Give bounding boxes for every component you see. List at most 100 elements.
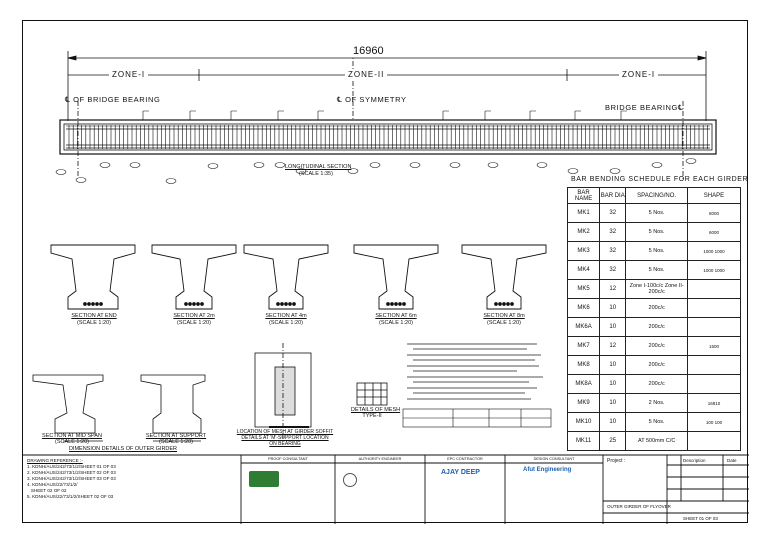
section-scale: (SCALE 1:20) bbox=[379, 320, 413, 326]
mesh-location-caption-2: DETAILS AT 'M'-SUPPORT LOCATION bbox=[241, 435, 329, 441]
schedule-cell-shape: 6000 bbox=[686, 222, 742, 242]
authority-engineer-logo bbox=[343, 473, 357, 487]
mesh-details-caption: DETAILS OF MESH bbox=[351, 407, 401, 413]
schedule-cell-shape bbox=[686, 279, 742, 299]
schedule-cell-spacing: AT 500mm C/C bbox=[625, 431, 688, 451]
schedule-cell-shape bbox=[686, 298, 742, 318]
longitudinal-scale: (SCALE 1:35) bbox=[299, 171, 333, 177]
schedule-cell-spacing: Zone I-100c/c Zone II-200c/c bbox=[625, 279, 688, 299]
schedule-cell-dia: 10 bbox=[599, 355, 627, 375]
general-notes-lines bbox=[407, 343, 543, 400]
zone-label-left: ZONE-I bbox=[109, 70, 149, 79]
schedule-cell-spacing: 200c/c bbox=[625, 374, 688, 394]
longitudinal-caption: LONGITUDINAL SECTION bbox=[285, 164, 352, 170]
schedule-cell-name: MK9 bbox=[566, 393, 601, 413]
schedule-cell-name: MK1 bbox=[566, 203, 601, 223]
header-bar-name: BAR NAME bbox=[566, 187, 601, 204]
header-spacing: SPACING/NO. bbox=[625, 187, 688, 204]
epc-contractor-logo: AJAY DEEP bbox=[441, 469, 480, 476]
schedule-cell-shape: 100 100 bbox=[686, 412, 742, 432]
drawing-reference-item: SHEET 02 OF 02 bbox=[27, 488, 67, 493]
schedule-cell-spacing: 5 Nos. bbox=[625, 241, 688, 261]
schedule-cell-shape: 16810 bbox=[686, 393, 742, 413]
schedule-cell-dia: 32 bbox=[599, 203, 627, 223]
mesh-type-label: TYPE-II bbox=[362, 413, 382, 419]
section-caption: SECTION AT 6m bbox=[375, 313, 417, 319]
drawing-reference-item: 2. KDNH/AUS/242/73/1/2/SHEET 02 OF 03 bbox=[27, 470, 116, 475]
midspan-scale: (SCALE 1:20) bbox=[55, 439, 89, 445]
schedule-cell-name: MK8 bbox=[566, 355, 601, 375]
schedule-header-row: BAR NAME BAR DIA SPACING/NO. SHAPE bbox=[566, 187, 742, 204]
header-shape: SHAPE bbox=[686, 187, 742, 204]
schedule-cell-spacing: 5 Nos. bbox=[625, 260, 688, 280]
drawing-sheet: 16960 ZONE-I ZONE-II ZONE-I ℄ OF BRIDGE … bbox=[22, 20, 749, 524]
date-header: Date bbox=[727, 458, 737, 463]
right-bearing-label: BRIDGE BEARING℄ bbox=[605, 103, 684, 112]
left-bearing-label: ℄ OF BRIDGE BEARING bbox=[65, 95, 161, 104]
schedule-cell-spacing: 5 Nos. bbox=[625, 203, 688, 223]
general-notes-block bbox=[407, 341, 547, 410]
section-caption: SECTION AT 8m bbox=[483, 313, 525, 319]
schedule-cell-name: MK5 bbox=[566, 279, 601, 299]
drawing-reference: DRAWING REFERENCE :- 1. KDNH/AUS/242/73/… bbox=[27, 458, 237, 500]
section-caption: SECTION AT 4m bbox=[265, 313, 307, 319]
support-caption: SECTION AT SUPPORT bbox=[145, 433, 207, 439]
header-bar-dia: BAR DIA bbox=[599, 187, 627, 204]
schedule-cell-shape: 1000 1000 bbox=[686, 241, 742, 261]
schedule-cell-shape: 8000 bbox=[686, 203, 742, 223]
schedule-cell-name: MK6A bbox=[566, 317, 601, 337]
proof-consultant-logo bbox=[249, 471, 279, 487]
schedule-cell-dia: 10 bbox=[599, 412, 627, 432]
schedule-cell-name: MK3 bbox=[566, 241, 601, 261]
schedule-cell-spacing: 200c/c bbox=[625, 317, 688, 337]
proof-consultant-header: PROOF CONSULTANT bbox=[268, 457, 308, 461]
schedule-cell-spacing: 200c/c bbox=[625, 336, 688, 356]
schedule-cell-dia: 10 bbox=[599, 393, 627, 413]
schedule-cell-shape bbox=[686, 431, 742, 451]
design-consultant-logo: Afut Engineering bbox=[523, 467, 572, 473]
schedule-cell-name: MK8A bbox=[566, 374, 601, 394]
drawing-reference-item: 4. KDNH/AUS/22/73/1/2/ bbox=[27, 482, 78, 487]
mesh-location-caption-1: LOCATION OF MESH AT GIRDER SOFFIT bbox=[236, 429, 334, 435]
section-scale: (SCALE 1:20) bbox=[487, 320, 521, 326]
sheet-title: OUTER GIRDER OF FLYOVER bbox=[607, 504, 671, 509]
dimension-details-caption: DIMENSION DETAILS OF OUTER GIRDER bbox=[68, 446, 178, 452]
design-consultant-header: DESIGN CONSULTANT bbox=[533, 457, 575, 461]
epc-contractor-header: EPC CONTRACTOR bbox=[447, 457, 483, 461]
schedule-title: BAR BENDING SCHEDULE FOR EACH GIRDER bbox=[571, 176, 749, 183]
mesh-location-caption-3: ON BEARING bbox=[269, 441, 301, 447]
schedule-cell-dia: 32 bbox=[599, 222, 627, 242]
drawing-linework bbox=[23, 51, 749, 524]
project-label: Project : bbox=[607, 458, 626, 464]
symmetry-label: ℄ OF SYMMETRY bbox=[337, 95, 407, 104]
schedule-cell-name: MK10 bbox=[566, 412, 601, 432]
schedule-cell-shape: 1000 1000 bbox=[686, 260, 742, 280]
schedule-cell-name: MK11 bbox=[566, 431, 601, 451]
zone-label-right: ZONE-I bbox=[619, 70, 659, 79]
schedule-cell-name: MK6 bbox=[566, 298, 601, 318]
schedule-cell-shape bbox=[686, 374, 742, 394]
schedule-cell-spacing: 200c/c bbox=[625, 355, 688, 375]
schedule-cell-dia: 10 bbox=[599, 374, 627, 394]
section-scale: (SCALE 1:20) bbox=[269, 320, 303, 326]
schedule-cell-dia: 10 bbox=[599, 298, 627, 318]
section-scale: (SCALE 1:20) bbox=[77, 320, 111, 326]
support-scale: (SCALE 1:20) bbox=[159, 439, 193, 445]
drawing-reference-item: 1. KDNH/AUS/242/73/1/2/SHEET 01 OF 03 bbox=[27, 464, 116, 469]
schedule-cell-spacing: 5 Nos. bbox=[625, 412, 688, 432]
drawing-reference-item: 3. KDNH/AUS/242/73/1/2/SHEET 03 OF 03 bbox=[27, 476, 116, 481]
schedule-cell-shape: 1500 bbox=[686, 336, 742, 356]
schedule-cell-dia: 25 bbox=[599, 431, 627, 451]
